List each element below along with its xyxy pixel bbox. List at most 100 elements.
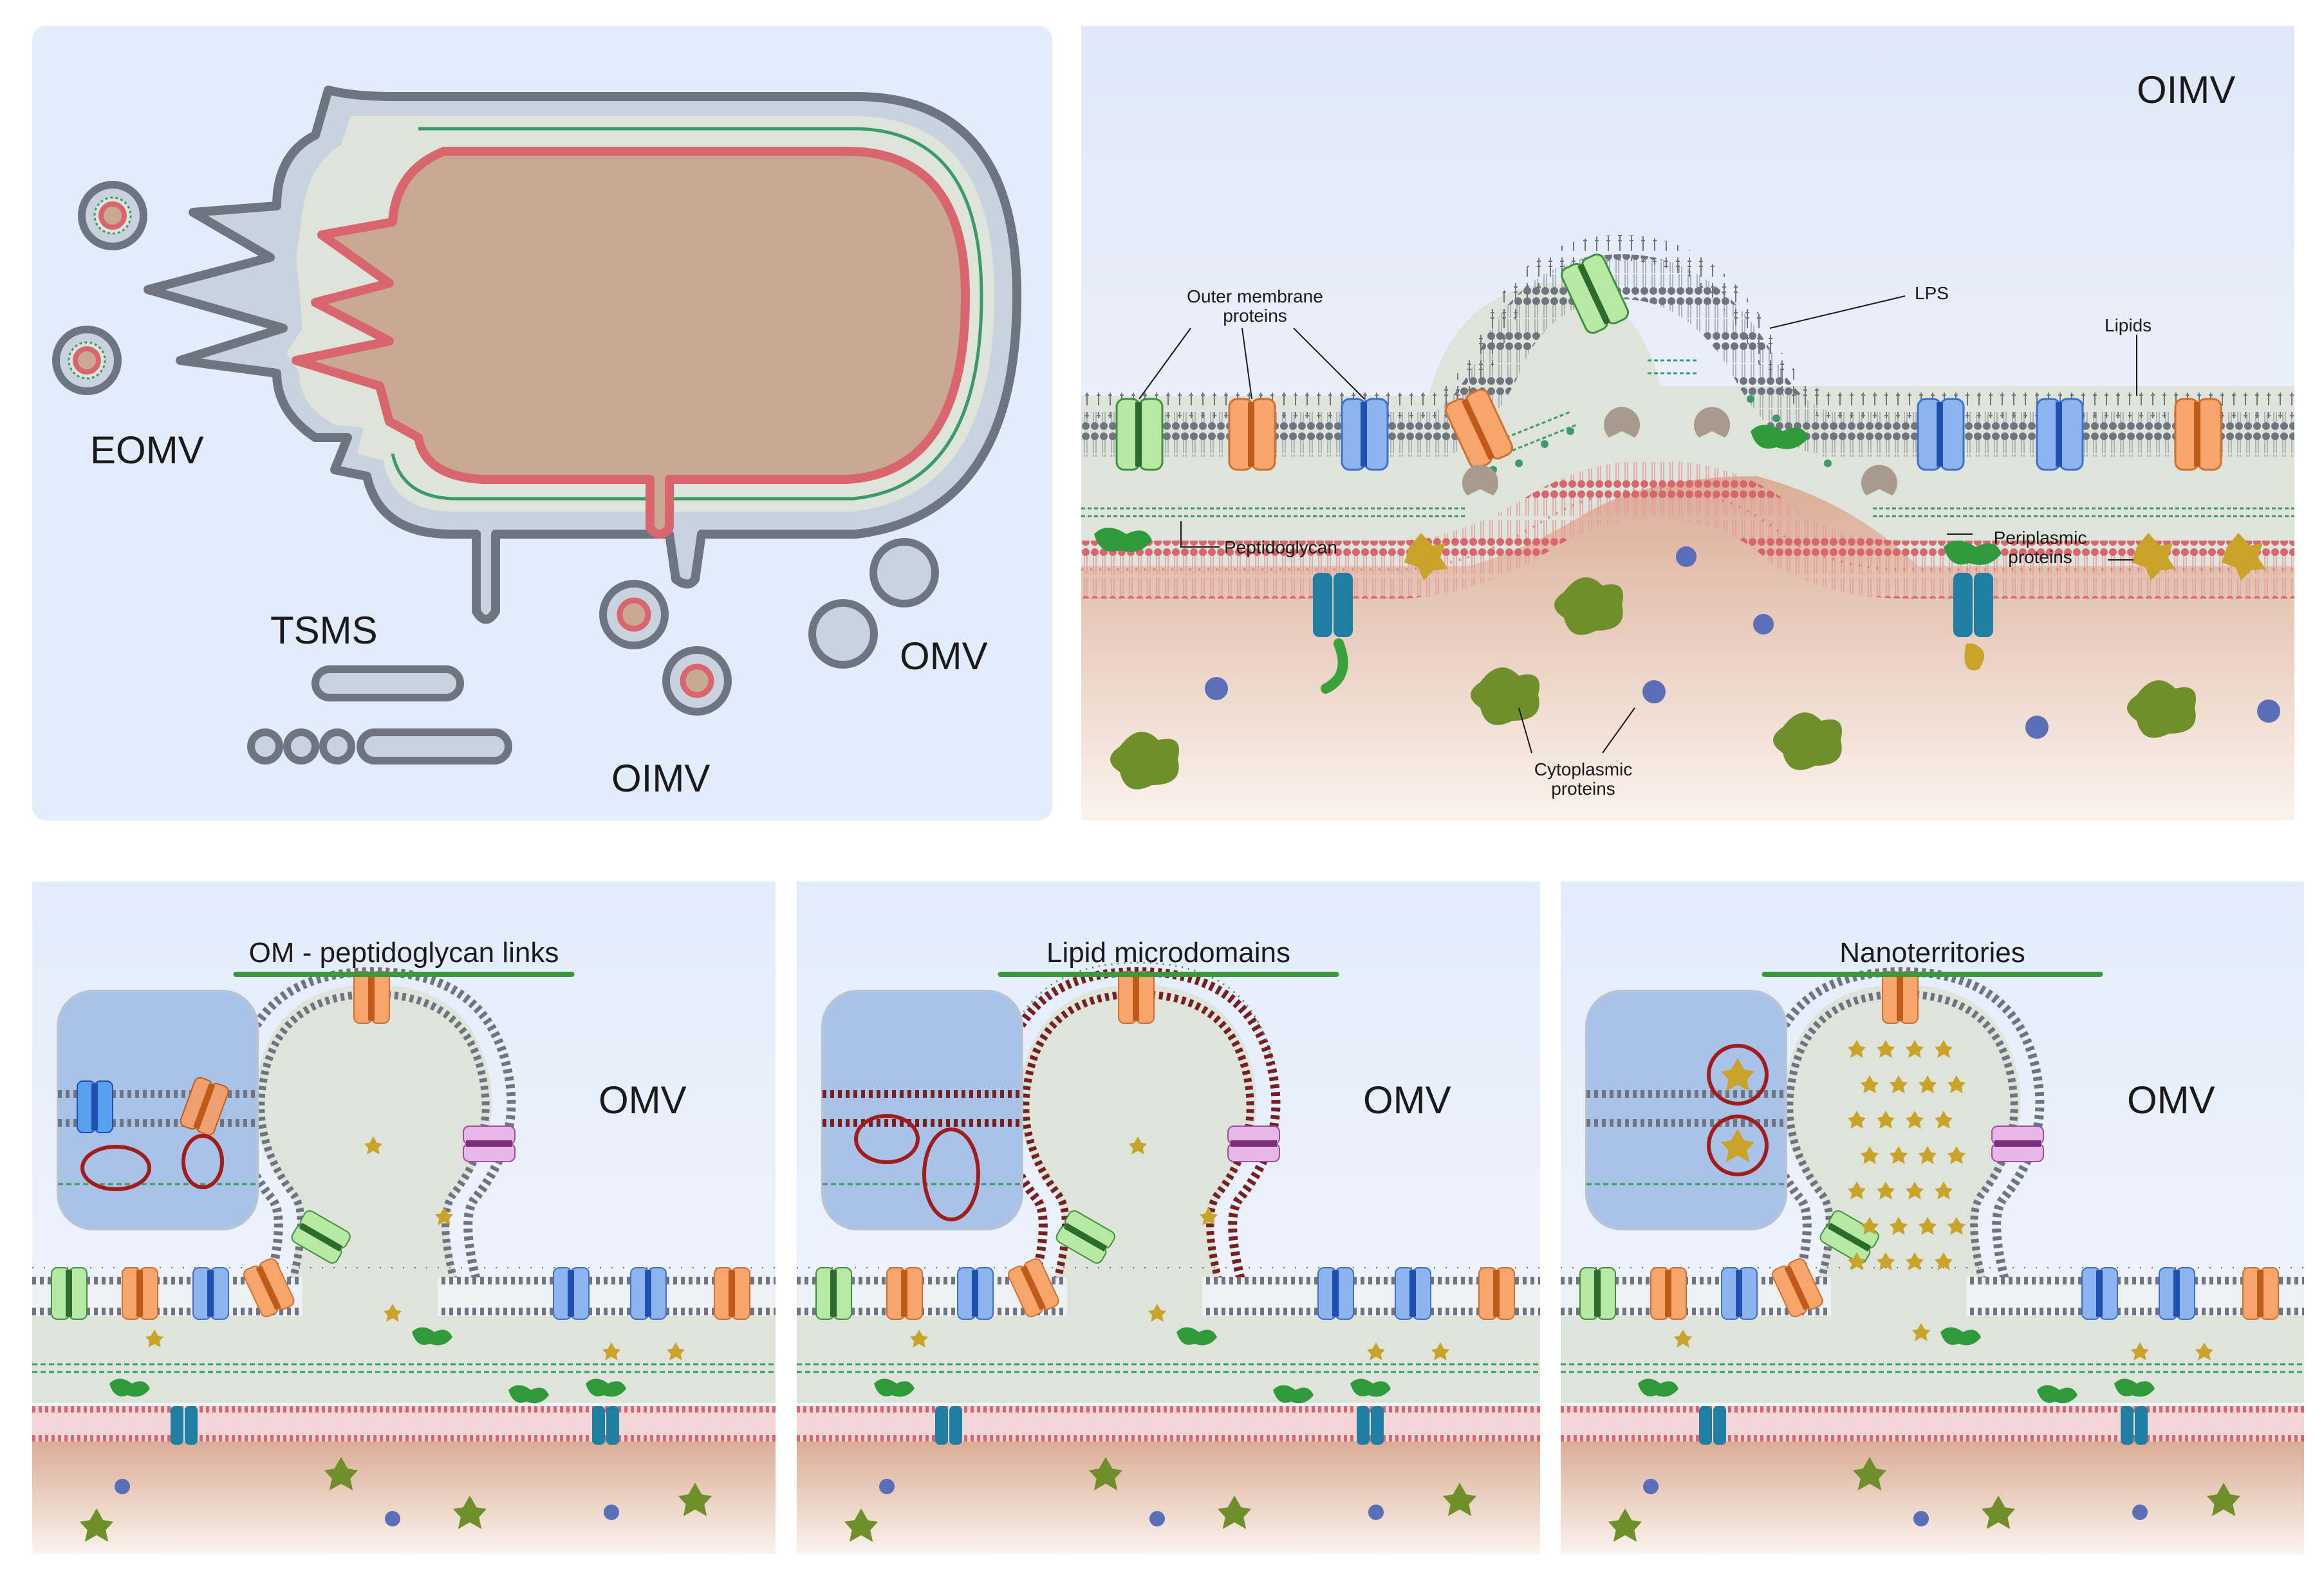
porin-icon	[291, 1210, 351, 1264]
protein-blob-icon	[678, 1483, 712, 1516]
bacterium-icon	[144, 86, 1021, 624]
porin-icon	[122, 1267, 158, 1320]
protein-blob-icon	[453, 1496, 487, 1529]
protein-blob-icon	[1848, 1252, 1866, 1270]
protein-blob-icon	[1935, 1111, 1953, 1129]
protein-blob-icon	[1890, 1217, 1908, 1235]
outer-membrane	[1081, 254, 2294, 457]
peptidoglycan-fragments	[1505, 359, 1699, 452]
protein-blob-icon	[1948, 1146, 1966, 1164]
outer-membrane-proteins-label-1: Outer membrane	[1187, 286, 1323, 306]
porin-icon	[353, 971, 390, 1024]
porin-icon	[1007, 1258, 1059, 1317]
protein-blob-icon	[109, 1378, 150, 1397]
highlight-ring	[854, 1114, 920, 1164]
protein-blob-icon	[1608, 1508, 1642, 1542]
overview-panel: EOMV TSMS OIMV OMV	[32, 26, 1052, 820]
mechanism-title: OM - peptidoglycan links	[249, 937, 559, 968]
porin-icon	[1317, 1267, 1354, 1320]
porin-icon	[2036, 398, 2084, 471]
porin-icon	[1579, 1267, 1616, 1320]
protein-blob-icon	[667, 1342, 685, 1360]
porin-icon	[1115, 398, 1164, 471]
porin-icon	[1882, 971, 1919, 1024]
omv-label: OMV	[900, 635, 988, 678]
porin-icon	[1478, 1267, 1515, 1320]
protein-blob-icon	[1853, 1457, 1886, 1490]
tsms-label: TSMS	[270, 609, 378, 652]
protein-blob-icon	[1877, 1040, 1895, 1058]
protein-blob-icon	[910, 1330, 928, 1348]
highlight-ring	[1707, 1044, 1769, 1106]
omv-label: OMV	[1363, 1079, 1451, 1122]
protein-blob-icon	[2037, 1385, 2078, 1404]
highlight-ring	[181, 1134, 224, 1189]
porin-icon	[1227, 1126, 1280, 1162]
protein-blob-icon	[1948, 1075, 1966, 1093]
eomv-vesicle	[78, 181, 147, 250]
protein-blob-icon	[1721, 1129, 1754, 1162]
protein-blob-icon	[1848, 1182, 1866, 1200]
protein-blob-icon	[844, 1508, 878, 1542]
protein-blob-icon	[1273, 1385, 1314, 1404]
porin-icon	[1917, 398, 1965, 471]
protein-blob-icon	[384, 1304, 402, 1322]
protein-blob-icon	[602, 1342, 620, 1360]
lps-label: LPS	[1915, 283, 1949, 303]
eomv-vesicle	[52, 326, 122, 395]
inner-membrane-channel	[1953, 573, 1993, 671]
oimv-title: OIMV	[2137, 68, 2235, 111]
tsms-structures	[247, 665, 512, 765]
porin-icon	[2242, 1267, 2279, 1320]
protein-blob-icon	[1982, 1496, 2015, 1529]
oimv-vesicle	[599, 580, 669, 649]
protein-blob-icon	[1935, 1252, 1953, 1270]
protein-blob-icon	[1205, 546, 2280, 739]
cytoplasm	[797, 1429, 1540, 1554]
protein-blob-icon	[1877, 1111, 1895, 1129]
porin-icon	[180, 1077, 229, 1136]
protein-blob-icon	[324, 1457, 358, 1490]
peptidoglycan-left	[1081, 502, 1467, 517]
highlight-ring	[1707, 1115, 1769, 1176]
protein-blob-icon	[1906, 1252, 1924, 1270]
protein-blob-icon	[586, 1378, 626, 1397]
protein-blob-icon	[1462, 407, 1897, 496]
porin-icon	[714, 1267, 750, 1320]
protein-blob-icon	[385, 1511, 400, 1526]
protein-blob-icon	[1890, 1146, 1908, 1164]
protein-blob-icon	[115, 1479, 130, 1494]
porin-icon	[463, 1126, 516, 1162]
protein-blob-icon	[1404, 533, 2265, 580]
protein-blob-icon	[874, 1378, 915, 1397]
lps-layer	[1081, 234, 2294, 418]
protein-blob-icon	[1906, 1111, 1924, 1129]
porin-icon	[886, 1267, 923, 1320]
protein-blob-icon	[2207, 1483, 2240, 1516]
inner-membrane-channel	[2121, 1406, 2148, 1445]
periplasmic-proteins-label-1: Periplasmic	[1994, 528, 2087, 548]
porin-icon	[1228, 398, 1276, 471]
protein-blob-icon	[1919, 1075, 1937, 1093]
oimv-panel: OIMV Outer membrane proteins LPS Lipids …	[1081, 26, 2294, 820]
protein-blob-icon	[1861, 1146, 1879, 1164]
porin-icon	[1721, 1267, 1758, 1320]
porin-icon	[1991, 1126, 2044, 1162]
porin-icon	[77, 1080, 113, 1133]
protein-blob-icon	[2114, 1378, 2155, 1397]
protein-blob-icon	[2195, 1342, 2213, 1360]
protein-blob-icon	[1940, 1327, 1981, 1346]
inner-membrane-channel	[1357, 1406, 1384, 1445]
protein-blob-icon	[412, 1327, 452, 1346]
protein-blob-icon	[1877, 1182, 1895, 1200]
cytoplasm	[32, 1429, 776, 1554]
protein-blob-icon	[1890, 1075, 1908, 1093]
porin-icon	[1650, 1267, 1687, 1320]
porin-icon	[1055, 1210, 1115, 1264]
oimv-vesicle	[662, 646, 732, 716]
protein-blob-icon	[1176, 1327, 1217, 1346]
porin-icon	[630, 1267, 667, 1320]
